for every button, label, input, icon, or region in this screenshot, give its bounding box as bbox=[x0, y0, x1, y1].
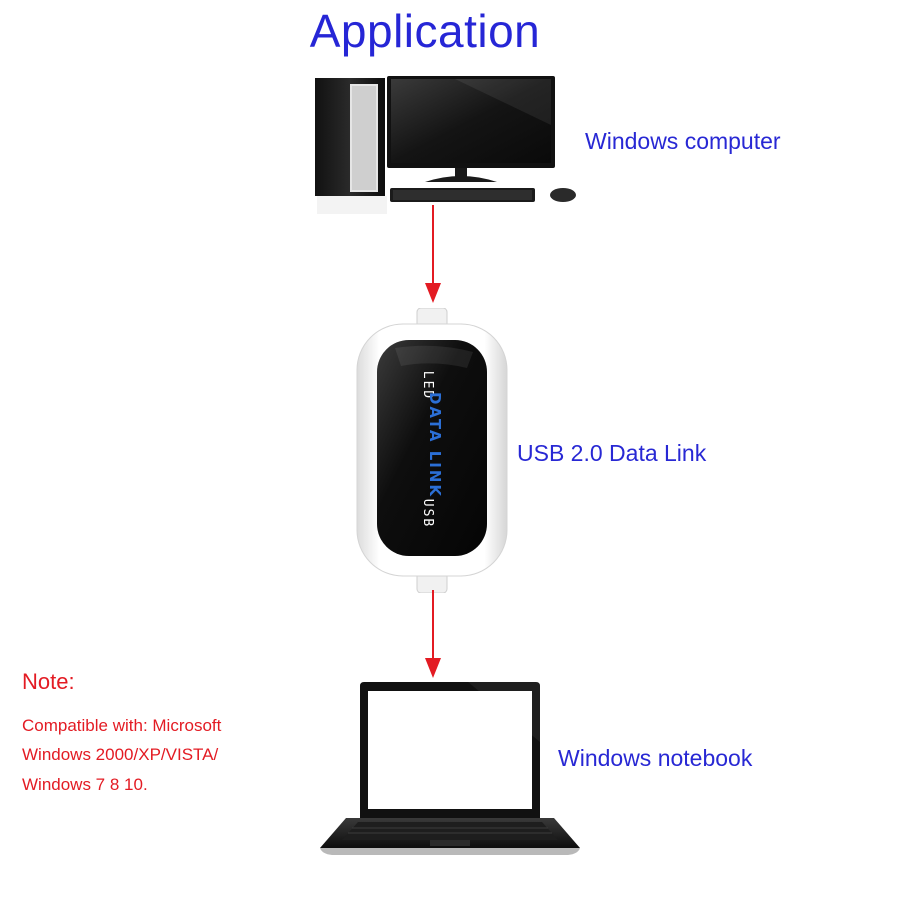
usb-data-link-device: LED DATA LINK USB bbox=[355, 308, 510, 593]
laptop-icon bbox=[320, 682, 580, 855]
arrow-down-icon bbox=[425, 205, 441, 303]
usb-data-link-label: USB 2.0 Data Link bbox=[517, 440, 707, 466]
desktop-computer-icon bbox=[315, 76, 576, 214]
note-title: Note: bbox=[22, 669, 75, 694]
arrow-down-icon bbox=[425, 590, 441, 678]
data-link-text: DATA LINK bbox=[426, 391, 444, 499]
usb-text: USB bbox=[420, 498, 436, 529]
note-line: Windows 2000/XP/VISTA/ bbox=[22, 745, 219, 764]
windows-computer-label: Windows computer bbox=[585, 128, 781, 154]
page-title: Application bbox=[309, 5, 541, 57]
note-line: Compatible with: Microsoft bbox=[22, 716, 222, 735]
windows-notebook-label: Windows notebook bbox=[558, 745, 753, 771]
note-line: Windows 7 8 10. bbox=[22, 775, 148, 794]
